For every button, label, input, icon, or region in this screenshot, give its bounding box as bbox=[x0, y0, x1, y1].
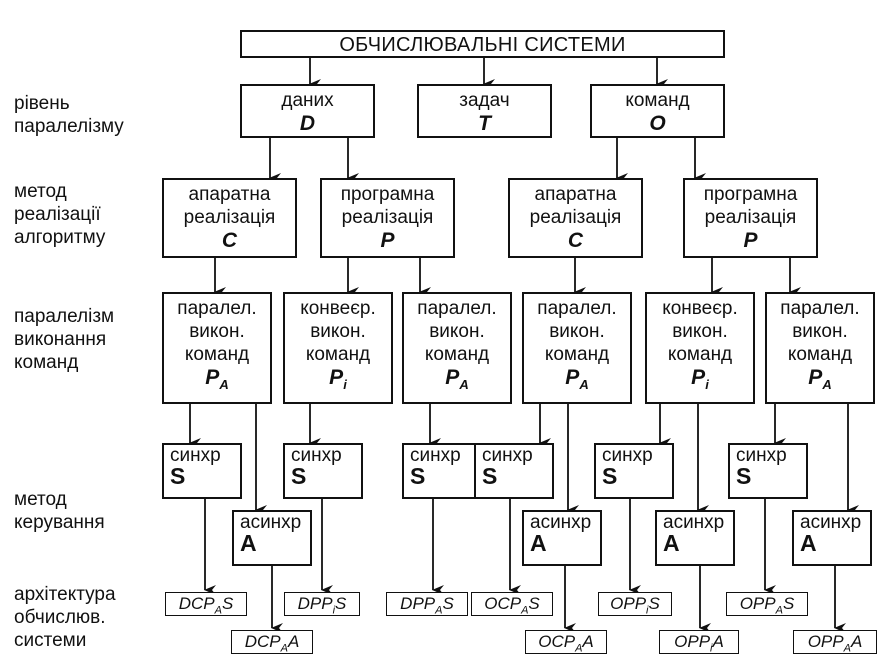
exec-par-box-3: паралел. викон. команд PA bbox=[522, 292, 632, 404]
arch-dpis: DPPiS bbox=[284, 592, 360, 616]
sync-box-5: синхр S bbox=[594, 443, 674, 499]
row-label-parallel: паралелізм виконання команд bbox=[14, 306, 115, 373]
async-box-3: асинхр A bbox=[655, 510, 735, 566]
impl-sw-box-2: програмна реалізація P bbox=[683, 178, 818, 258]
arch-opia: OPPiA bbox=[659, 630, 739, 654]
async-box-4: асинхр A bbox=[792, 510, 872, 566]
exec-par-box-2: паралел. викон. команд PA bbox=[402, 292, 512, 404]
arch-dcaa: DCPAA bbox=[231, 630, 313, 654]
arch-opis: OPPiS bbox=[598, 592, 672, 616]
exec-conv-box-2: конвеєр. викон. команд Pi bbox=[645, 292, 755, 404]
sync-box-4: синхр S bbox=[474, 443, 554, 499]
impl-hw-box-1: апаратна реалізація C bbox=[162, 178, 297, 258]
exec-par-box-1: паралел. викон. команд PA bbox=[162, 292, 272, 404]
arch-dcas: DCPAS bbox=[165, 592, 247, 616]
async-box-2: асинхр A bbox=[522, 510, 602, 566]
title-box: ОБЧИСЛЮВАЛЬНІ СИСТЕМИ bbox=[240, 30, 725, 58]
arch-opaa: OPPAA bbox=[793, 630, 877, 654]
title-text: ОБЧИСЛЮВАЛЬНІ СИСТЕМИ bbox=[339, 34, 626, 56]
impl-hw-box-2: апаратна реалізація C bbox=[508, 178, 643, 258]
async-box-1: асинхр A bbox=[232, 510, 312, 566]
row-label-arch: архітектура обчислюв. системи bbox=[14, 584, 116, 651]
sync-box-3: синхр S bbox=[402, 443, 482, 499]
exec-conv-box-1: конвеєр. викон. команд Pi bbox=[283, 292, 393, 404]
arch-dpas: DPPAS bbox=[386, 592, 468, 616]
level-data-box: даних D bbox=[240, 84, 375, 138]
arch-opas: OPPAS bbox=[726, 592, 808, 616]
row-label-method: метод реалізації алгоритму bbox=[14, 181, 106, 248]
level-commands-box: команд O bbox=[590, 84, 725, 138]
sync-box-1: синхр S bbox=[162, 443, 242, 499]
arch-ocaa: OCPAA bbox=[525, 630, 607, 654]
sync-box-2: синхр S bbox=[283, 443, 363, 499]
exec-par-box-4: паралел. викон. команд PA bbox=[765, 292, 875, 404]
impl-sw-box-1: програмна реалізація P bbox=[320, 178, 455, 258]
sync-box-6: синхр S bbox=[728, 443, 808, 499]
row-label-level: рівень паралелізму bbox=[14, 93, 124, 137]
row-label-control: метод керування bbox=[14, 489, 105, 533]
arch-ocas: OCPAS bbox=[471, 592, 553, 616]
level-tasks-box: задач T bbox=[417, 84, 552, 138]
